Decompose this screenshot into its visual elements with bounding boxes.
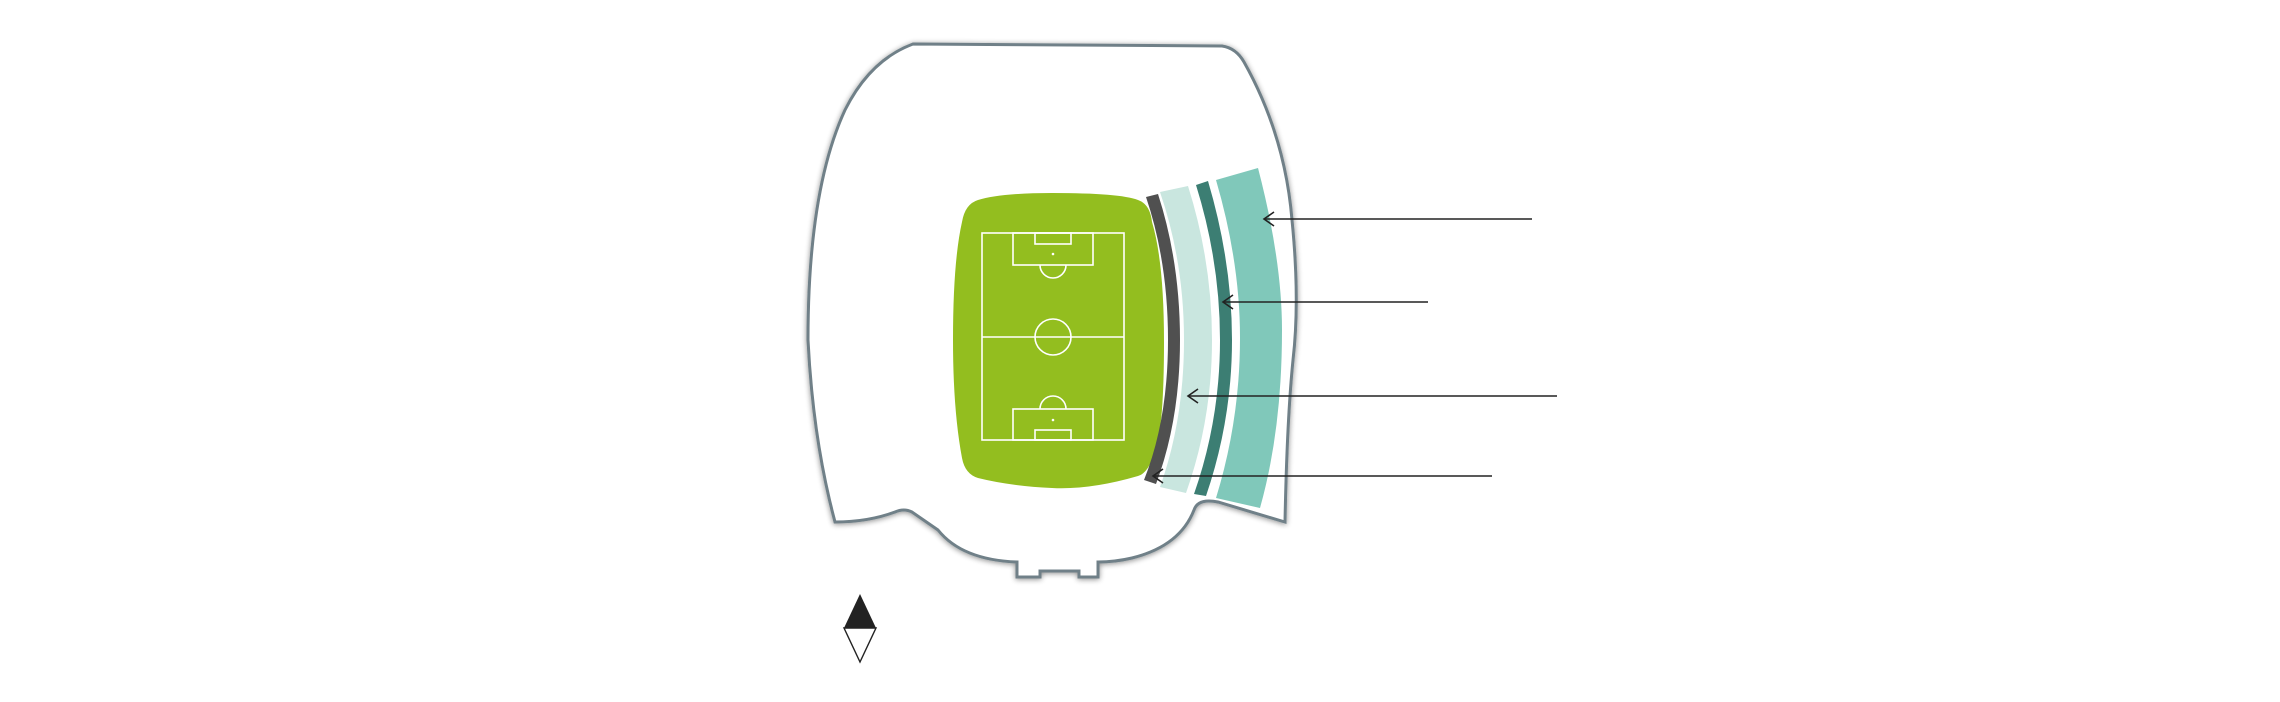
goal-area-top	[1034, 232, 1072, 245]
arrowhead-outer-tier	[1262, 211, 1275, 227]
sector-outer-tier-teal[interactable]	[1216, 168, 1282, 508]
pitch-markings	[981, 232, 1125, 441]
centre-circle	[1034, 318, 1072, 356]
penalty-arc-bottom	[1039, 395, 1067, 410]
sector-inner-ring-dark-grey[interactable]	[1144, 194, 1180, 484]
arrowhead-inner-ring	[1151, 468, 1164, 484]
goal-area-bottom	[1034, 429, 1072, 441]
arrowhead-upper-ring	[1221, 294, 1234, 310]
compass-south-half	[842, 627, 878, 664]
sector-upper-ring-dark-teal[interactable]	[1194, 181, 1232, 496]
penalty-spot-bottom	[1051, 418, 1055, 422]
sector-middle-tier-pale-mint[interactable]	[1160, 186, 1212, 493]
penalty-spot-top	[1051, 252, 1055, 256]
pitch	[953, 193, 1164, 489]
pitch-spots	[1051, 252, 1055, 422]
penalty-arc-top	[1039, 264, 1067, 279]
leader-lines	[1151, 211, 1557, 484]
arrowhead-middle-tier	[1186, 388, 1199, 404]
compass-north-half	[844, 594, 876, 628]
north-arrow-icon	[842, 594, 878, 664]
